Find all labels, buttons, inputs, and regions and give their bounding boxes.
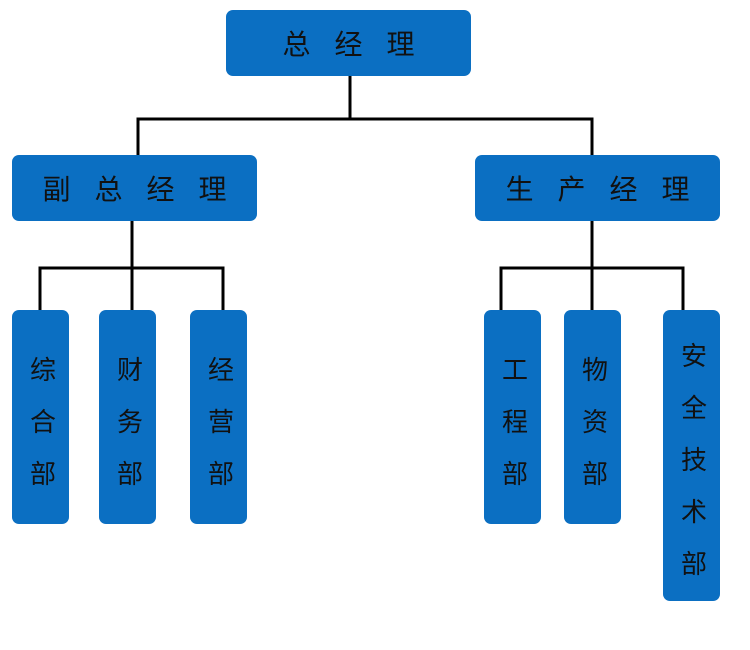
node-materials-dept: 物资部: [564, 310, 621, 524]
node-finance-dept-label: 财务部: [112, 356, 143, 512]
node-safety-tech-dept-label: 安全技术部: [676, 341, 707, 602]
node-general-affairs-dept-label: 综合部: [25, 356, 56, 512]
node-finance-dept: 财务部: [99, 310, 156, 524]
node-engineering-dept-label: 工程部: [497, 356, 528, 512]
node-production-manager-label: 生产经理: [505, 173, 714, 206]
node-business-dept: 经营部: [190, 310, 247, 524]
node-general-affairs-dept: 综合部: [12, 310, 69, 524]
node-production-manager: 生产经理: [475, 155, 720, 221]
node-general-manager: 总经理: [226, 10, 471, 76]
node-general-manager-label: 总经理: [282, 28, 439, 61]
node-safety-tech-dept: 安全技术部: [663, 310, 720, 602]
node-deputy-general-manager: 副总经理: [12, 155, 257, 221]
node-materials-dept-label: 物资部: [577, 356, 608, 512]
node-deputy-general-manager-label: 副总经理: [42, 173, 251, 206]
node-business-dept-label: 经营部: [203, 356, 234, 512]
node-engineering-dept: 工程部: [484, 310, 541, 524]
